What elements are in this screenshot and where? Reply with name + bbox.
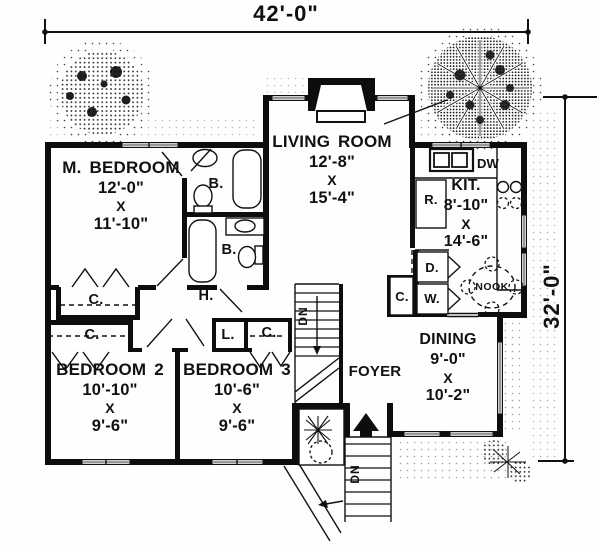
bath-fixtures [188,148,265,283]
label-dryer: D. [425,260,439,275]
stairs-exterior [283,436,392,542]
room-height: 9'-6" [91,417,129,435]
room-width: 10'-6" [214,381,260,399]
room-width: 8'-10" [443,197,489,214]
tree-small [49,40,155,146]
room-width: 9'-0" [430,351,466,368]
bushes [481,440,531,483]
label-hall: H. [198,288,214,304]
room-name: DINING [419,331,477,348]
door-swings [146,99,448,348]
label-stairs-down-exterior: DN [348,464,362,484]
label-linen: L. [221,327,235,343]
label-refrigerator: R. [424,192,438,207]
label-dishwasher: DW [476,156,500,171]
closet-doors [48,267,291,372]
dimension-right-line [538,94,597,464]
room-nook: NOOK [475,281,509,293]
room-height: 10'-2" [425,387,471,404]
room-height: 11'-10" [93,215,149,233]
dimension-top-line [42,19,531,44]
label-stairs-down-interior: DN [296,306,310,326]
room-x: X [232,400,242,416]
dimension-top-label: 42'-0" [253,1,319,26]
room-name: LIVING ROOM [272,132,392,151]
room-x: X [116,198,126,214]
label-closet-bedroom3: C. [261,325,277,341]
room-kitchen: KIT. 8'-10" X 14'-6" [416,176,516,252]
room-height: 15'-4" [309,189,355,207]
label-closet-foyer: C. [395,289,409,304]
room-x: X [443,370,453,386]
room-width: 12'-8" [309,153,355,171]
label-closet-master: C. [88,292,104,308]
room-x: X [461,216,471,232]
nook-table [460,256,524,317]
windows [81,94,527,466]
room-name: BEDROOM 3 [183,360,291,379]
room-living: LIVING ROOM 12'-8" X 15'-4" [256,132,408,208]
room-height: 14'-6" [443,233,489,250]
fireplace [308,78,375,123]
room-master-bedroom: M. BEDROOM 12'-0" X 11'-10" [47,158,195,234]
room-x: X [327,172,337,188]
tree-large [418,26,542,150]
room-bedroom3: BEDROOM 3 10'-6" X 9'-6" [178,360,296,436]
label-closet-bedroom2: C. [84,327,100,343]
label-bath-lower: B. [221,242,237,258]
room-width: 10'-10" [82,381,138,399]
label-bath-upper: B. [208,176,224,192]
entry-arrow-icon [353,413,379,437]
kitchen-fixtures [389,147,523,316]
room-dining: DINING 9'-0" X 10'-2" [394,330,502,406]
room-name: BEDROOM 2 [56,360,164,379]
stairs-interior [294,283,340,404]
room-foyer: FOYER [348,363,402,380]
room-name: M. BEDROOM [62,158,180,177]
dimension-right-label: 32'-0" [539,263,564,329]
room-height: 9'-6" [218,417,256,435]
room-bedroom2: BEDROOM 2 10'-10" X 9'-6" [44,360,176,436]
room-name: KIT. [451,177,481,194]
room-width: 12'-0" [98,179,144,197]
room-x: X [105,400,115,416]
entry-planter [298,408,345,466]
label-washer: W. [424,291,440,306]
